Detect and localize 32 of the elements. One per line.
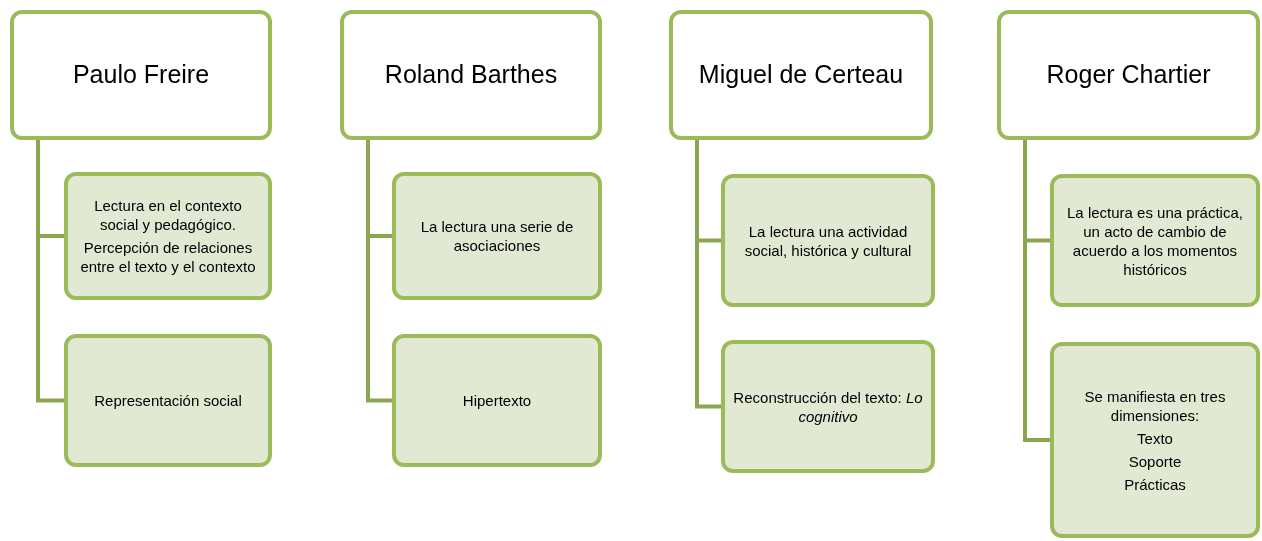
connector-line: [1023, 140, 1050, 442]
topic-text: La lectura es una práctica, un acto de cambio de acuerdo a los momentos históricos: [1066, 202, 1244, 279]
connector-line: [695, 140, 721, 409]
topic-text: Representación social: [94, 391, 242, 410]
topic-text: Hipertexto: [462, 391, 532, 410]
topic-text: La lectura una serie de asociaciones: [419, 217, 575, 255]
topic-box: [1050, 174, 1260, 307]
topic-text: Lectura en el contexto social y pedagógico.: [93, 196, 243, 234]
author-name: Roland Barthes: [384, 59, 558, 91]
topic-text: Soporte: [1128, 451, 1182, 471]
author-box: [669, 10, 933, 140]
connector-line: [36, 140, 64, 403]
topic-box: [721, 174, 935, 307]
topic-text: Reconstrucción del texto: Lo cognitivo: [733, 387, 923, 426]
topic-text: La lectura una actividad social, histórica y cultural: [743, 221, 913, 260]
topic-box: [64, 334, 272, 467]
author-box: [340, 10, 602, 140]
topic-text: Prácticas: [1124, 474, 1186, 494]
topic-text: Texto: [1137, 428, 1173, 448]
topic-text: Se manifiesta en tres dimensiones:: [1083, 386, 1227, 425]
topic-box: [721, 340, 935, 473]
topic-box: [392, 334, 602, 467]
author-name: Paulo Freire: [72, 59, 210, 91]
author-name: Roger Chartier: [1046, 59, 1211, 91]
author-box: [10, 10, 272, 140]
author-box: [997, 10, 1260, 140]
topic-box: [64, 172, 272, 300]
topic-box: [392, 172, 602, 300]
author-name: Miguel de Certeau: [698, 59, 904, 91]
connector-line: [366, 140, 392, 403]
topic-text: Percepción de relaciones entre el texto y el contexto: [79, 238, 257, 276]
topic-box: [1050, 342, 1260, 538]
